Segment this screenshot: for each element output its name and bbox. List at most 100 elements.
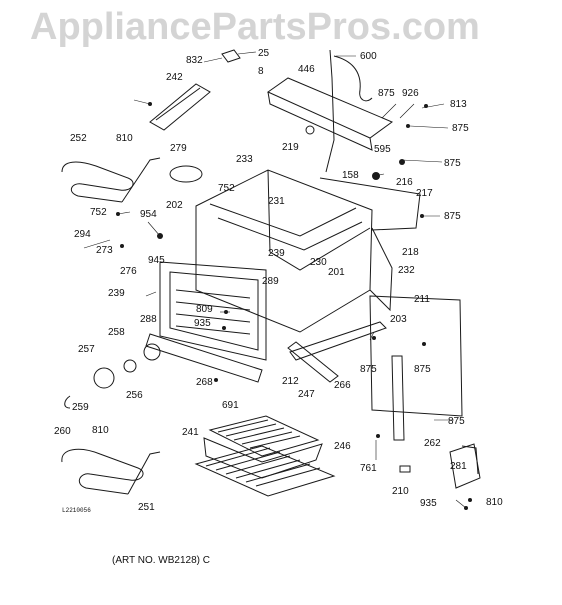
- part-callout-595: 595: [374, 144, 391, 155]
- part-callout-260: 260: [54, 426, 71, 437]
- broiler-pan-part: [203, 437, 323, 479]
- drawing-code: L2210056: [62, 507, 91, 514]
- part-callout-276: 276: [120, 266, 137, 277]
- part-callout-752: 752: [90, 207, 107, 218]
- part-callout-446: 446: [298, 64, 315, 75]
- part-callout-600: 600: [360, 51, 377, 62]
- part-callout-25: 25: [258, 48, 270, 59]
- screw-icon: [406, 124, 410, 128]
- part-callout-211: 211: [414, 294, 430, 305]
- part-callout-262: 262: [424, 438, 441, 449]
- part-callout-945: 945: [148, 255, 165, 266]
- rear-panel-part: [369, 295, 463, 417]
- screw-icon: [464, 506, 468, 510]
- clip-part: [64, 395, 71, 409]
- part-callout-954: 954: [140, 209, 157, 220]
- screw-icon: [157, 233, 163, 239]
- part-callout-810: 810: [116, 133, 133, 144]
- screw-icon: [420, 214, 424, 218]
- part-callout-233: 233: [236, 154, 253, 165]
- watermark: AppliancePartsPros.com: [30, 6, 480, 48]
- side-panel-part: [319, 177, 421, 231]
- rail-part: [289, 321, 387, 361]
- part-callout-230: 230: [310, 257, 327, 268]
- part-callout-832: 832: [186, 55, 203, 66]
- burner-cap-part: [93, 367, 115, 389]
- clip-icon: [372, 172, 380, 180]
- part-callout-256: 256: [126, 390, 143, 401]
- part-callout-219: 219: [282, 142, 299, 153]
- oven-rack-part: [194, 445, 336, 497]
- part-callout-875: 875: [444, 211, 461, 222]
- part-callout-289: 289: [262, 276, 279, 287]
- part-callout-258: 258: [108, 327, 125, 338]
- part-callout-875: 875: [378, 88, 395, 99]
- part-callout-242: 242: [166, 72, 183, 83]
- right-panel-part: [369, 227, 393, 312]
- bottom-trim-part: [145, 333, 263, 383]
- screw-icon: [148, 102, 152, 106]
- bracket-262-part: [391, 355, 405, 441]
- part-callout-239: 239: [108, 288, 125, 299]
- broil-element-part: [61, 448, 144, 495]
- part-callout-241: 241: [182, 427, 199, 438]
- part-callout-252: 252: [70, 133, 87, 144]
- part-callout-279: 279: [170, 143, 187, 154]
- part-callout-761: 761: [360, 463, 377, 474]
- part-callout-232: 232: [398, 265, 415, 276]
- bake-element-part: [61, 161, 134, 203]
- control-panel-part: [266, 77, 394, 139]
- part-callout-251: 251: [138, 502, 155, 513]
- part-callout-212: 212: [282, 376, 299, 387]
- bottom-rail-part: [287, 341, 339, 383]
- part-callout-268: 268: [196, 377, 213, 388]
- part-callout-246: 246: [334, 441, 351, 452]
- vent-trim-part: [149, 83, 211, 131]
- part-callout-273: 273: [96, 245, 113, 256]
- part-callout-875: 875: [360, 364, 377, 375]
- part-callout-210: 210: [392, 486, 409, 497]
- screw-icon: [372, 336, 376, 340]
- part-callout-926: 926: [402, 88, 419, 99]
- part-callout-257: 257: [78, 344, 95, 355]
- screw-icon: [376, 434, 380, 438]
- screw-icon: [214, 378, 218, 382]
- screw-icon: [224, 310, 228, 314]
- part-callout-294: 294: [74, 229, 91, 240]
- part-callout-266: 266: [334, 380, 351, 391]
- screw-icon: [222, 326, 226, 330]
- part-callout-809: 809: [196, 304, 213, 315]
- part-callout-281: 281: [450, 461, 467, 472]
- part-callout-202: 202: [166, 200, 183, 211]
- screw-icon: [422, 342, 426, 346]
- light-lens-part: [169, 165, 203, 183]
- part-callout-691: 691: [222, 400, 239, 411]
- sensor-wire-part: [325, 49, 335, 173]
- part-callout-752: 752: [218, 183, 235, 194]
- part-callout-239: 239: [268, 248, 285, 259]
- part-callout-810: 810: [486, 497, 503, 508]
- part-callout-217: 217: [416, 188, 433, 199]
- screw-icon: [424, 104, 428, 108]
- part-callout-935: 935: [420, 498, 437, 509]
- screw-icon: [399, 159, 405, 165]
- art-number: (ART NO. WB2128) C: [112, 555, 210, 566]
- screw-icon: [120, 244, 124, 248]
- screw-icon: [116, 212, 120, 216]
- part-callout-875: 875: [414, 364, 431, 375]
- part-callout-875: 875: [448, 416, 465, 427]
- knob-part: [143, 343, 161, 361]
- part-callout-8: 8: [258, 66, 264, 77]
- front-frame-part: [159, 261, 267, 361]
- part-callout-875: 875: [444, 158, 461, 169]
- part-callout-288: 288: [140, 314, 157, 325]
- part-callout-218: 218: [402, 247, 419, 258]
- broiler-grid-part: [208, 415, 320, 457]
- part-callout-935: 935: [194, 318, 211, 329]
- screw-icon: [468, 498, 472, 502]
- part-callout-259: 259: [72, 402, 89, 413]
- part-callout-231: 231: [268, 196, 285, 207]
- small-bracket-part: [399, 465, 411, 473]
